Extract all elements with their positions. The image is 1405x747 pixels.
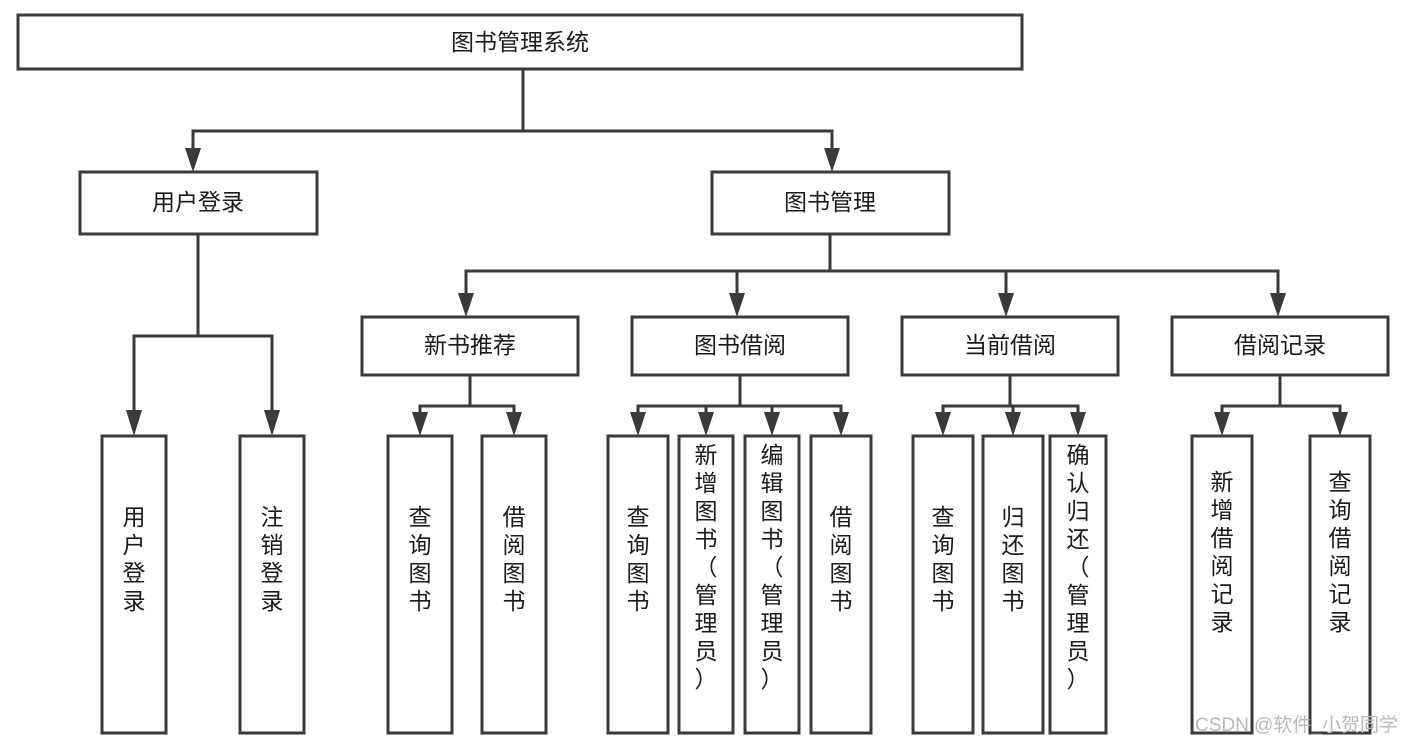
arrowhead-query-borrow-record xyxy=(1332,412,1348,436)
node-leaf-query-borrow-record[interactable]: 查询借阅记录 xyxy=(1308,434,1372,735)
node-new-book-recommend-box[interactable] xyxy=(360,315,580,377)
node-leaf-edit-book-admin-box[interactable] xyxy=(743,434,801,735)
node-user-login-box[interactable] xyxy=(78,170,319,236)
node-leaf-borrow-book-recommend-label: 借阅图书 xyxy=(503,504,526,614)
connector-layer xyxy=(126,67,1348,436)
node-user-login[interactable]: 用户登录 xyxy=(78,170,319,236)
arrowhead-leaf-logout xyxy=(264,410,280,436)
node-leaf-edit-book-admin[interactable]: 编辑图书（管理员） xyxy=(743,434,801,735)
node-borrow-record-box[interactable] xyxy=(1170,315,1390,377)
arrowhead-confirm-return-admin xyxy=(1070,412,1086,436)
node-book-borrow-label: 图书借阅 xyxy=(694,332,786,358)
node-root-label: 图书管理系统 xyxy=(451,29,589,55)
node-leaf-query-book-current[interactable]: 查询图书 xyxy=(911,434,975,735)
node-leaf-logout-box[interactable] xyxy=(238,434,306,735)
node-leaf-logout-label: 注销登录 xyxy=(261,504,284,614)
node-leaf-borrow-book-label: 借阅图书 xyxy=(830,504,853,614)
node-leaf-edit-book-admin-label: 编辑图书（管理员） xyxy=(761,442,784,692)
node-new-book-recommend[interactable]: 新书推荐 xyxy=(360,315,580,377)
node-leaf-borrow-book-recommend-box[interactable] xyxy=(480,434,548,735)
arrowhead-borrow-record xyxy=(1270,293,1286,317)
node-user-login-label: 用户登录 xyxy=(152,189,244,215)
node-leaf-add-borrow-record[interactable]: 新增借阅记录 xyxy=(1190,434,1254,735)
node-leaf-add-book-admin[interactable]: 新增图书（管理员） xyxy=(677,434,735,735)
node-book-management[interactable]: 图书管理 xyxy=(710,170,951,236)
arrowhead-book-management xyxy=(824,148,840,172)
node-leaf-user-login[interactable]: 用户登录 xyxy=(100,434,168,735)
node-borrow-record[interactable]: 借阅记录 xyxy=(1170,315,1390,377)
node-current-borrow-box[interactable] xyxy=(900,315,1120,377)
arrowhead-edit-book-admin xyxy=(764,412,780,436)
node-leaf-logout[interactable]: 注销登录 xyxy=(238,434,306,735)
node-leaf-query-book-borrow-box[interactable] xyxy=(606,434,670,735)
node-leaf-add-borrow-record-label: 新增借阅记录 xyxy=(1211,469,1234,635)
arrowhead-return-book xyxy=(1005,412,1021,436)
node-leaf-confirm-return-admin-box[interactable] xyxy=(1048,434,1108,735)
node-leaf-confirm-return-admin[interactable]: 确认归还（管理员） xyxy=(1048,434,1108,735)
node-book-borrow-box[interactable] xyxy=(630,315,850,377)
node-leaf-query-borrow-record-label: 查询借阅记录 xyxy=(1329,469,1352,635)
arrowhead-user-login xyxy=(185,148,201,172)
arrowhead-query-book-current xyxy=(935,412,951,436)
arrowhead-add-book-admin xyxy=(698,412,714,436)
arrowhead-borrow-book xyxy=(833,412,849,436)
arrowhead-leaf-user-login xyxy=(126,410,142,436)
arrowhead-borrow-book-recommend xyxy=(506,412,522,436)
node-leaf-user-login-label: 用户登录 xyxy=(123,504,146,614)
node-leaf-query-book-current-box[interactable] xyxy=(911,434,975,735)
node-book-management-box[interactable] xyxy=(710,170,951,236)
node-leaf-return-book-box[interactable] xyxy=(981,434,1045,735)
arrowhead-new-book-recommend xyxy=(458,293,474,317)
arrowhead-book-borrow xyxy=(729,293,745,317)
arrowhead-query-book-recommend xyxy=(412,412,428,436)
node-root-box[interactable] xyxy=(16,13,1024,71)
node-leaf-add-book-admin-box[interactable] xyxy=(677,434,735,735)
node-leaf-borrow-book[interactable]: 借阅图书 xyxy=(809,434,873,735)
arrowhead-current-borrow xyxy=(998,293,1014,317)
node-borrow-record-label: 借阅记录 xyxy=(1234,332,1326,358)
node-leaf-query-book-recommend[interactable]: 查询图书 xyxy=(386,434,454,735)
node-leaf-query-book-current-label: 查询图书 xyxy=(932,504,955,614)
node-leaf-add-book-admin-label: 新增图书（管理员） xyxy=(695,442,718,692)
node-current-borrow-label: 当前借阅 xyxy=(964,332,1056,358)
node-leaf-query-book-recommend-box[interactable] xyxy=(386,434,454,735)
node-new-book-recommend-label: 新书推荐 xyxy=(424,332,516,358)
node-leaf-confirm-return-admin-label: 确认归还（管理员） xyxy=(1067,442,1090,692)
node-leaf-query-borrow-record-box[interactable] xyxy=(1308,434,1372,735)
arrowhead-add-borrow-record xyxy=(1214,412,1230,436)
node-root[interactable]: 图书管理系统 xyxy=(16,13,1024,71)
node-leaf-add-borrow-record-box[interactable] xyxy=(1190,434,1254,735)
node-leaf-borrow-book-box[interactable] xyxy=(809,434,873,735)
node-current-borrow[interactable]: 当前借阅 xyxy=(900,315,1120,377)
node-leaf-query-book-borrow-label: 查询图书 xyxy=(627,504,650,614)
node-leaf-return-book[interactable]: 归还图书 xyxy=(981,434,1045,735)
node-book-management-label: 图书管理 xyxy=(784,189,876,215)
csdn-watermark: CSDN @软件_小贺同学 xyxy=(1195,714,1398,736)
node-leaf-query-book-borrow[interactable]: 查询图书 xyxy=(606,434,670,735)
node-leaf-user-login-box[interactable] xyxy=(100,434,168,735)
node-book-borrow[interactable]: 图书借阅 xyxy=(630,315,850,377)
node-leaf-borrow-book-recommend[interactable]: 借阅图书 xyxy=(480,434,548,735)
node-leaf-query-book-recommend-label: 查询图书 xyxy=(409,504,432,614)
arrowhead-query-book-borrow xyxy=(630,412,646,436)
node-leaf-return-book-label: 归还图书 xyxy=(1002,504,1025,614)
